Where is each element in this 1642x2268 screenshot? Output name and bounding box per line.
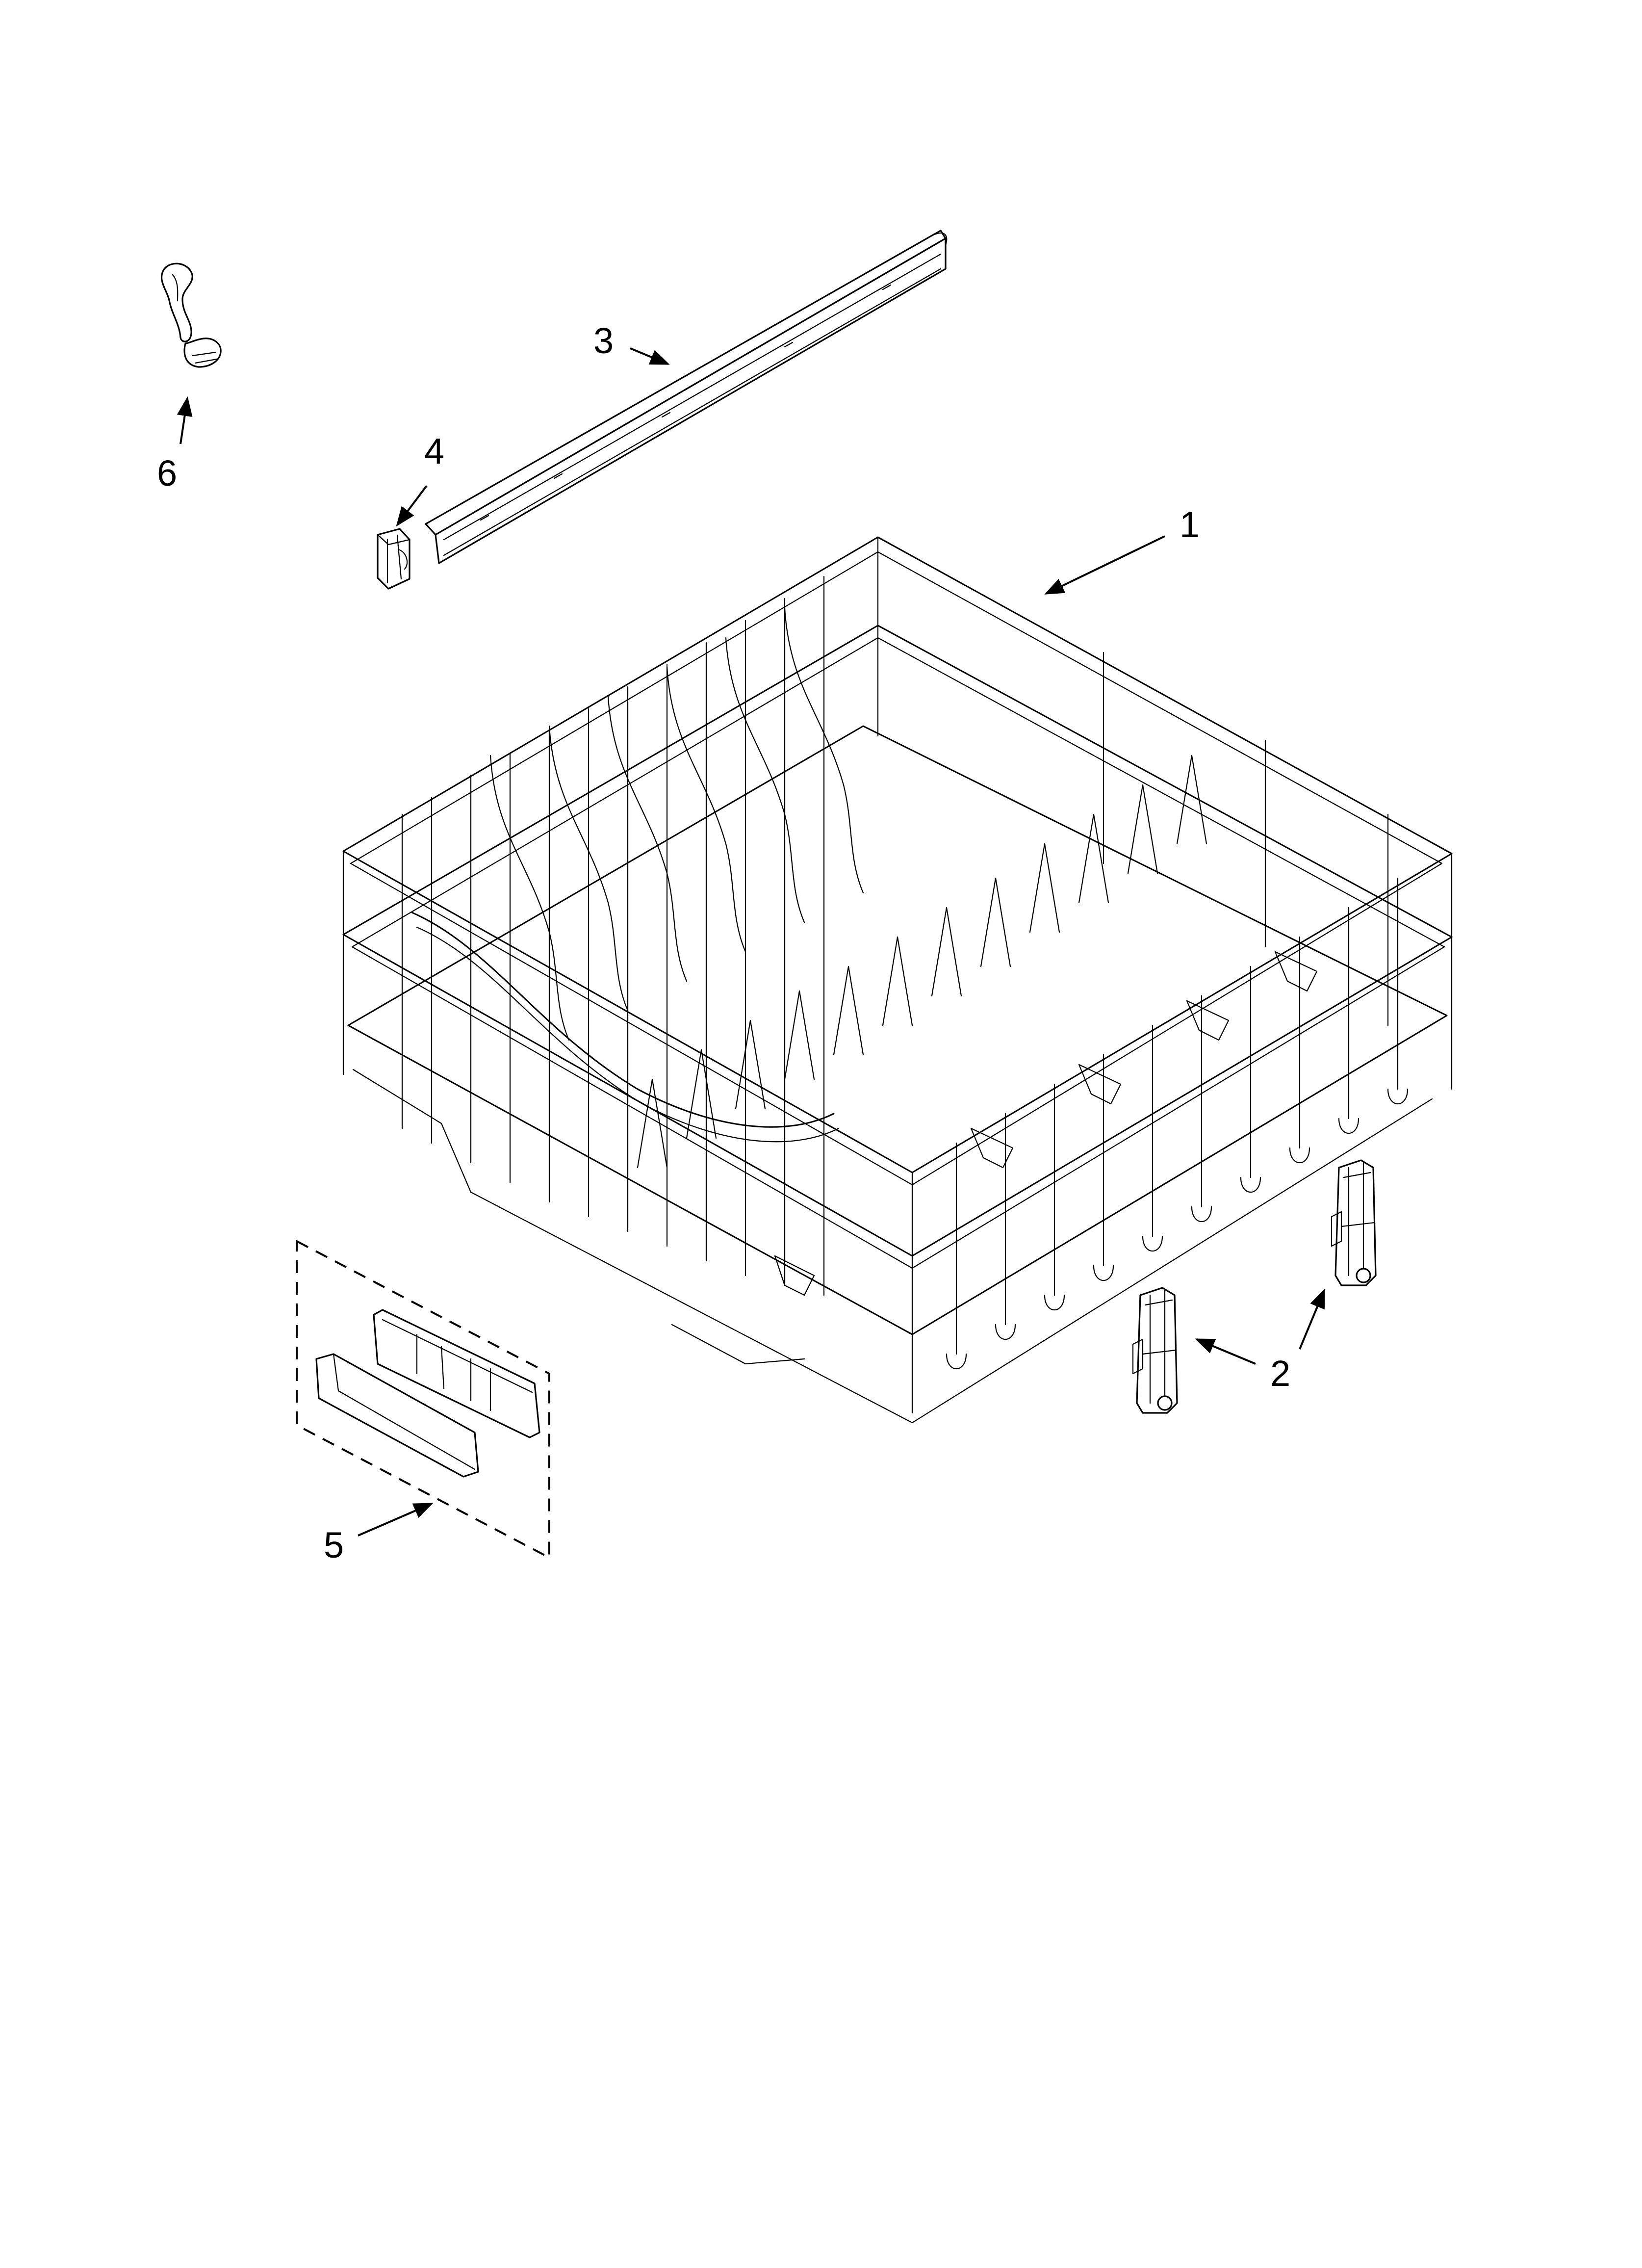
part-3-rail [425, 230, 948, 564]
leader-6 [177, 396, 193, 444]
leader-3 [630, 347, 670, 365]
callout-6: 6 [157, 453, 177, 494]
part-5-kit [296, 1239, 550, 1560]
part-6-clip [161, 262, 222, 368]
leader-4 [396, 485, 428, 527]
part-4-end-cap [377, 528, 410, 590]
callout-5: 5 [324, 1525, 344, 1565]
leader-1 [1044, 535, 1165, 595]
part-1-dishrack [342, 536, 1453, 1424]
callout-1: 1 [1180, 504, 1200, 545]
part-2-adjuster-b [1331, 1159, 1377, 1286]
leader-2b [1299, 1288, 1325, 1350]
leader-2a [1195, 1338, 1256, 1365]
part-2-adjuster-a [1132, 1287, 1178, 1414]
callout-3: 3 [593, 320, 614, 361]
leader-5 [358, 1503, 434, 1537]
callout-2: 2 [1270, 1353, 1290, 1394]
rail-slots [480, 284, 892, 521]
callout-4: 4 [424, 431, 444, 471]
leader-lines [177, 347, 1325, 1537]
